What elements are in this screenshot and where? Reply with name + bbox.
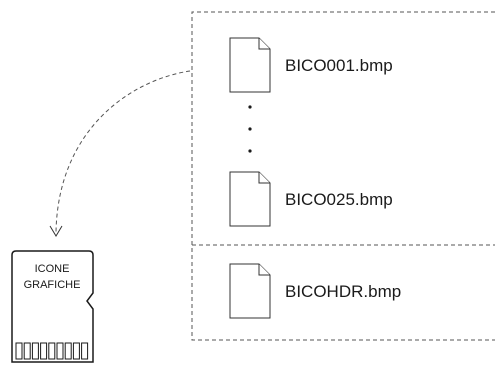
sd-card-contacts [15, 342, 89, 360]
document-icon [229, 171, 271, 227]
sd-card-contact-pin [31, 342, 39, 360]
sd-card-contact-pin [23, 342, 31, 360]
curved-dashed-arrow-icon [49, 70, 191, 237]
file-name-header: BICOHDR.bmp [285, 282, 401, 301]
sd-card-contact-pin [48, 342, 56, 360]
file-entry-first: BICO001.bmp [229, 37, 393, 93]
sd-card-label-line2: GRAFICHE [24, 279, 81, 291]
files-container [191, 11, 495, 341]
sd-card-contact-pin [64, 342, 72, 360]
document-icon [229, 37, 271, 93]
sd-card-contact-pin [15, 342, 23, 360]
ellipsis-dots [248, 105, 252, 153]
file-name-first: BICO001.bmp [285, 56, 393, 75]
file-name-last: BICO025.bmp [285, 190, 393, 209]
sd-card-contact-pin [72, 342, 80, 360]
file-entry-header: BICOHDR.bmp [229, 263, 401, 319]
file-entry-last: BICO025.bmp [229, 171, 393, 227]
sd-card-contact-pin [56, 342, 64, 360]
sd-card-contact-pin [40, 342, 48, 360]
sd-card-label-line1: ICONE [35, 263, 70, 275]
sd-card-icon: ICONE GRAFICHE [11, 250, 94, 363]
sd-card-contact-pin [81, 342, 89, 360]
document-icon [229, 263, 271, 319]
